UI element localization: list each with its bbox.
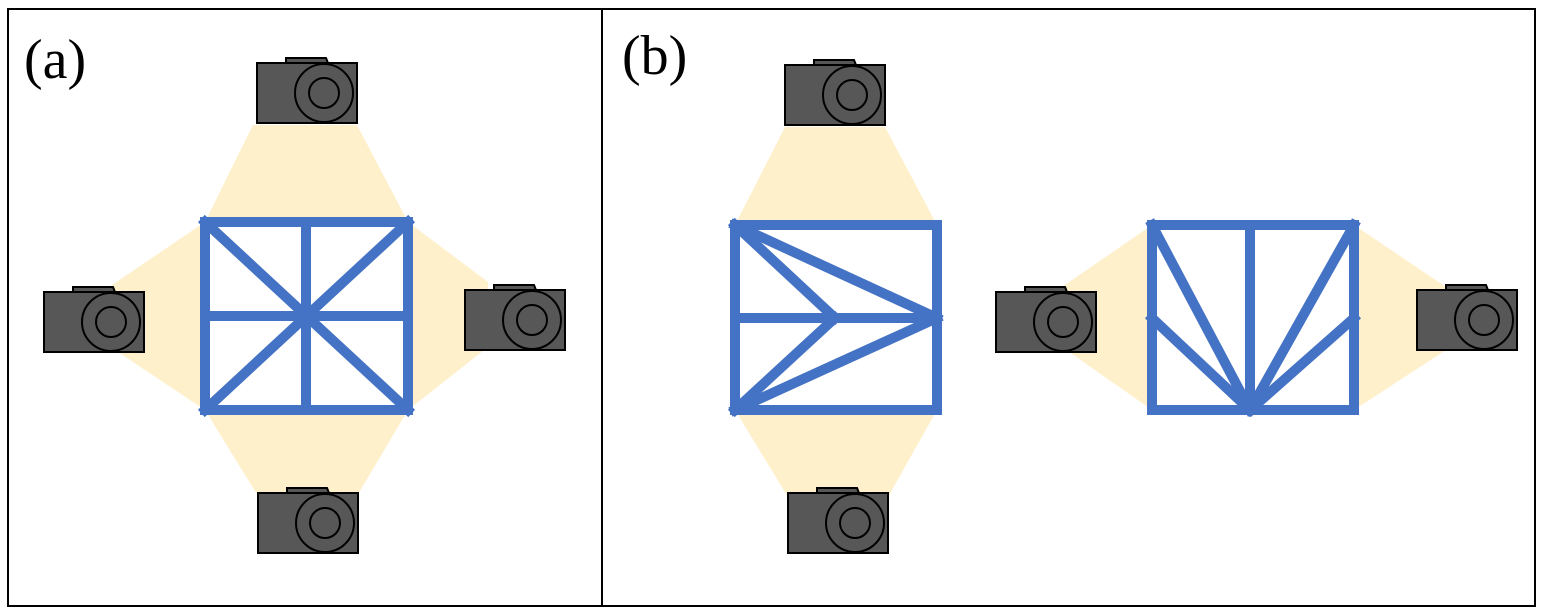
panel-label-b: (b) <box>622 25 687 87</box>
light-cone-left-a <box>112 222 205 410</box>
light-cone-bottom-b <box>735 410 937 497</box>
camera-icon <box>784 59 886 126</box>
grid-frame-icon <box>197 214 416 418</box>
grid-frame-icon <box>1144 218 1362 418</box>
camera-icon <box>995 286 1097 353</box>
panel-label-a: (a) <box>24 29 86 91</box>
light-cone-top-a <box>205 125 408 222</box>
light-cones-a <box>112 125 488 496</box>
light-cone-bottom-a <box>205 410 408 496</box>
light-cones-b <box>735 127 1446 497</box>
camera-icon <box>1416 284 1518 351</box>
grid-frame-icon <box>727 217 944 418</box>
light-cone-right-a <box>408 222 488 410</box>
camera-icon <box>256 57 358 124</box>
figure-border <box>7 8 1536 607</box>
camera-icon <box>464 284 566 351</box>
light-cone-middle-b <box>1062 225 1152 410</box>
panel-a: (a) <box>24 29 566 554</box>
camera-icon <box>257 487 359 554</box>
camera-icon <box>43 286 145 353</box>
light-cone-right-b <box>1354 225 1446 410</box>
panel-b: (b) <box>622 25 1518 554</box>
light-cone-top-b <box>735 127 937 225</box>
camera-icon <box>787 487 889 554</box>
